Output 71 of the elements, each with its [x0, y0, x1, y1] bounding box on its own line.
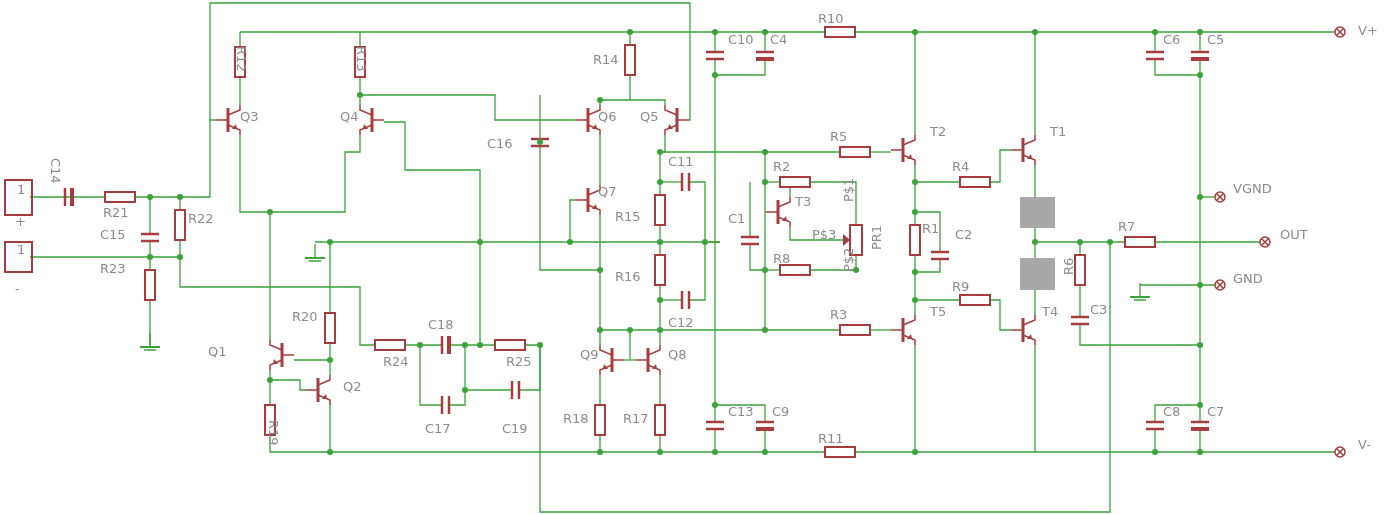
part-label: Q6 — [598, 110, 617, 123]
part-label: R17 — [623, 412, 649, 425]
part-label: P$3 — [812, 228, 837, 241]
part-label: R22 — [188, 212, 214, 225]
part-label: C11 — [668, 155, 694, 168]
pin-number: 1 — [17, 243, 26, 256]
part-label: R9 — [952, 280, 970, 293]
part-label: Q7 — [598, 185, 617, 198]
part-label: Q4 — [340, 110, 359, 123]
part-label: R5 — [830, 130, 848, 143]
polarity-sign: - — [15, 282, 20, 295]
part-label: R7 — [1118, 220, 1136, 233]
part-label: C16 — [487, 137, 513, 150]
part-label: Q5 — [640, 110, 659, 123]
part-label: C7 — [1207, 405, 1225, 418]
part-label: C2 — [955, 228, 973, 241]
part-label: C8 — [1163, 405, 1181, 418]
part-label: C5 — [1207, 33, 1225, 46]
part-label: C9 — [772, 405, 790, 418]
part-label: T3 — [795, 195, 812, 208]
part-label: R4 — [952, 160, 970, 173]
part-label: Q3 — [240, 110, 259, 123]
part-label: R12 — [235, 46, 248, 72]
part-label: T2 — [930, 125, 947, 138]
pin-number: 1 — [17, 183, 26, 196]
part-label: R3 — [830, 308, 848, 321]
part-label: R11 — [818, 432, 844, 445]
terminal-label: GND — [1233, 272, 1263, 285]
part-label: R20 — [292, 310, 318, 323]
part-label: C18 — [428, 318, 454, 331]
part-label: C19 — [502, 422, 528, 435]
part-label: C12 — [668, 316, 694, 329]
part-label: R16 — [615, 270, 641, 283]
part-label: C13 — [728, 405, 754, 418]
part-label: R13 — [355, 46, 368, 72]
part-label: C15 — [100, 228, 126, 241]
part-label: Q2 — [343, 380, 362, 393]
part-label: C14 — [49, 158, 62, 184]
part-label: T5 — [930, 305, 947, 318]
terminal-label: OUT — [1280, 228, 1308, 241]
part-label: Q8 — [668, 348, 687, 361]
part-label: C17 — [425, 422, 451, 435]
part-label: C3 — [1090, 303, 1108, 316]
terminal-label: V+ — [1358, 24, 1378, 37]
part-label: R23 — [100, 262, 126, 275]
part-label: R19 — [267, 420, 280, 446]
part-label: R2 — [773, 160, 791, 173]
part-label: C6 — [1163, 33, 1181, 46]
part-label: R10 — [818, 12, 844, 25]
part-label: R25 — [506, 355, 532, 368]
part-label: R1 — [922, 222, 940, 235]
part-label: PR1 — [870, 224, 883, 250]
part-label: C4 — [770, 33, 788, 46]
part-label: R15 — [615, 210, 641, 223]
part-label: R8 — [773, 252, 791, 265]
part-label: R14 — [593, 53, 619, 66]
part-label: Q1 — [208, 345, 227, 358]
part-label: C10 — [728, 33, 754, 46]
part-label: R18 — [563, 412, 589, 425]
part-label: T4 — [1042, 305, 1059, 318]
part-label: T1 — [1050, 125, 1067, 138]
part-label: P$1 — [842, 177, 855, 202]
terminal-label: V- — [1358, 438, 1371, 451]
part-label: C1 — [728, 212, 746, 225]
part-label: R6 — [1062, 257, 1075, 275]
part-label: R21 — [103, 206, 129, 219]
terminal-label: VGND — [1233, 182, 1272, 195]
part-label: R24 — [383, 355, 409, 368]
part-label: P$2 — [842, 247, 855, 272]
part-label: Q9 — [580, 348, 599, 361]
polarity-sign: + — [15, 215, 26, 228]
